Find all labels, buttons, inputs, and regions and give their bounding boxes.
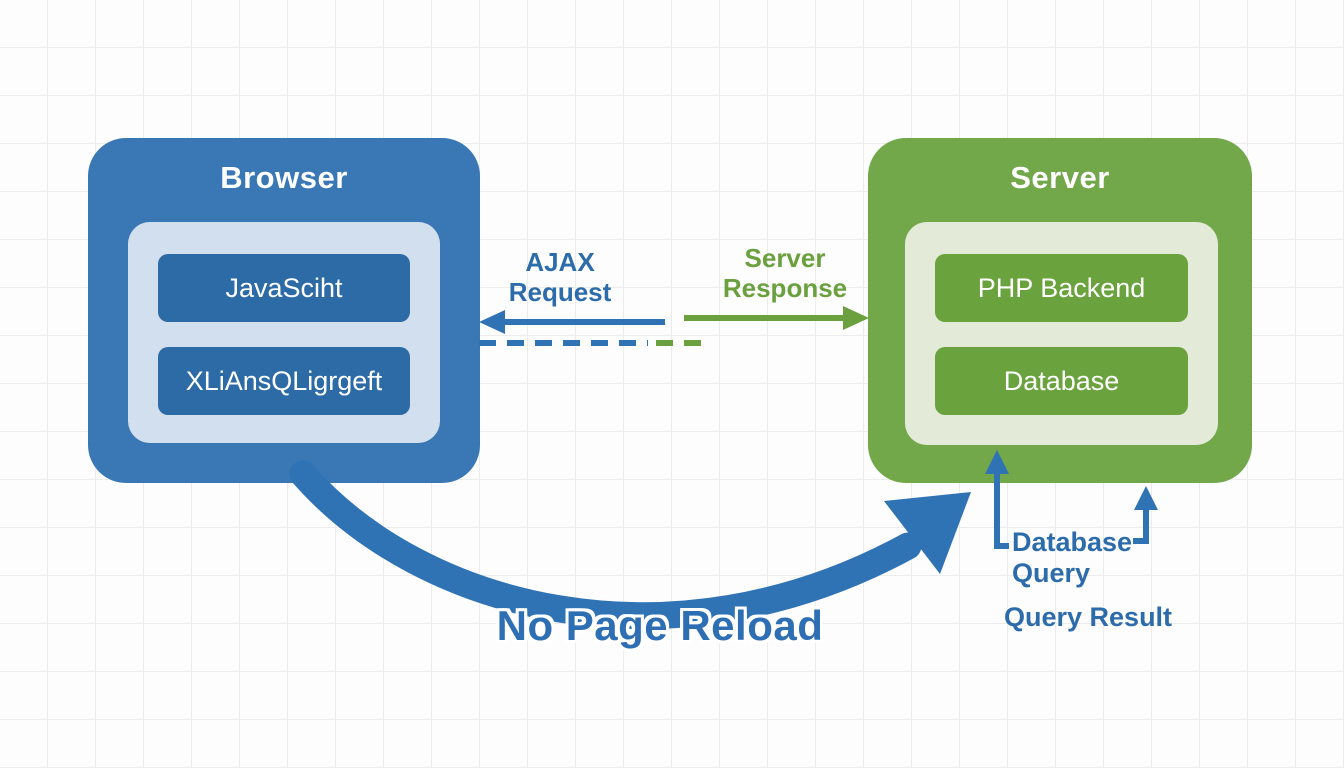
javascript-component: JavaSciht	[158, 254, 410, 322]
xmlhttprequest-component: XLiAnsQLigrgeft	[158, 347, 410, 415]
server-title: Server	[1010, 160, 1110, 195]
php-backend-component: PHP Backend	[935, 254, 1188, 322]
browser-box: Browser JavaSciht XLiAnsQLigrgeft	[88, 138, 480, 483]
browser-title: Browser	[220, 160, 348, 195]
server-box: Server PHP Backend Database	[868, 138, 1252, 483]
query-result-label: Query Result	[1004, 602, 1173, 632]
no-page-reload-label: No Page Reload	[496, 602, 824, 649]
query-result-arrow-icon	[1133, 486, 1158, 544]
server-response-arrow-icon	[684, 306, 869, 330]
ajax-request-arrow-icon	[479, 310, 665, 334]
database-component-label: Database	[1003, 365, 1120, 396]
server-inner-panel: PHP Backend Database	[905, 222, 1218, 445]
server-response-label: Server Response	[722, 243, 848, 303]
xmlhttprequest-component-label: XLiAnsQLigrgeft	[185, 365, 383, 396]
javascript-component-label: JavaSciht	[225, 272, 343, 303]
ajax-request-label: AJAX Request	[508, 247, 612, 307]
database-query-label: Database Query	[1012, 527, 1133, 589]
no-page-reload-curve-arrow-icon	[289, 460, 971, 630]
php-backend-component-label: PHP Backend	[977, 272, 1146, 303]
browser-inner-panel: JavaSciht XLiAnsQLigrgeft	[128, 222, 440, 443]
database-component: Database	[935, 347, 1188, 415]
